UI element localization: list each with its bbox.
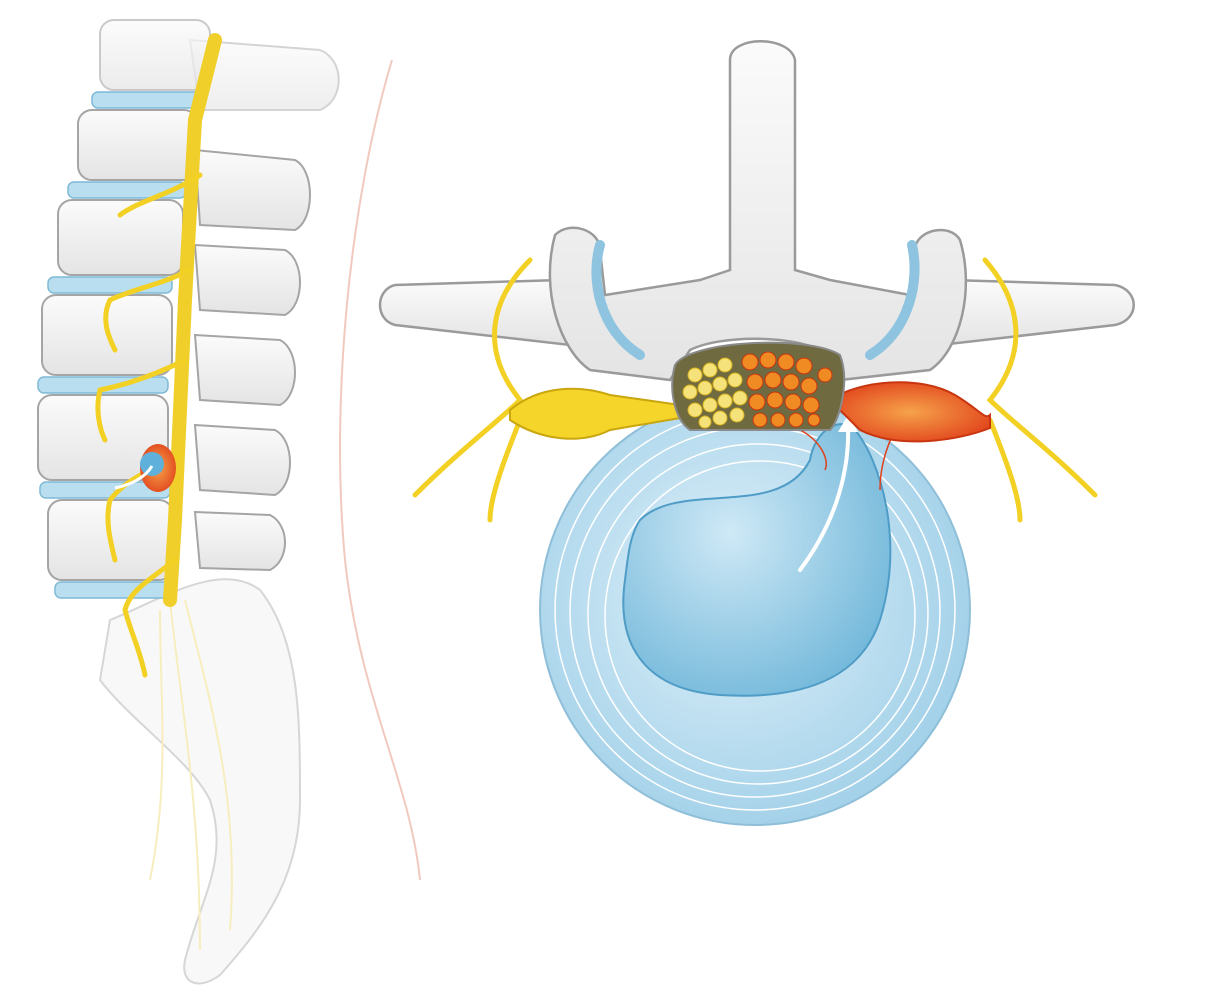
nerve-roots [412, 257, 1098, 523]
lateral-herniation [114, 444, 176, 492]
sacrum-coccyx [98, 578, 302, 985]
spinous-processes [188, 38, 340, 572]
axial-vertebra-view [378, 40, 1135, 826]
herniation-arrow-icon [114, 465, 154, 490]
axial-disc [539, 394, 971, 826]
vertebral-arch [548, 40, 968, 382]
nucleus-pulposus [622, 423, 892, 697]
transverse-processes [378, 278, 1135, 347]
skin-contour-line [339, 59, 421, 881]
spinal-canal-cauda-equina [671, 341, 846, 431]
herniation-arrow-icon [798, 423, 851, 572]
lateral-spine-view [37, 19, 340, 985]
right-inflamed-nerve-root [828, 381, 991, 443]
right-facet-joint [865, 240, 920, 360]
vertebral-bodies [37, 19, 211, 581]
left-facet-joint [591, 240, 645, 360]
lateral-nerves [95, 33, 222, 678]
lateral-discs [37, 91, 203, 599]
